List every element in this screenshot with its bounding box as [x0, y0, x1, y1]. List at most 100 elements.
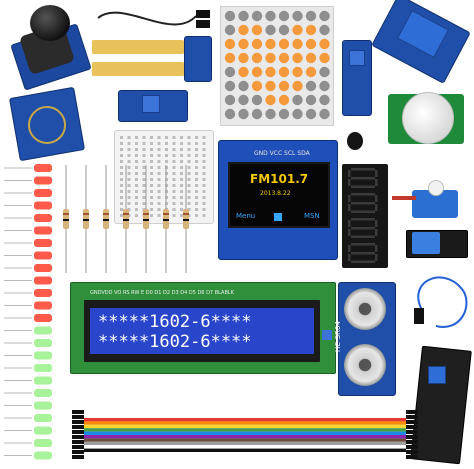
breadboard-hole [150, 190, 153, 193]
ribbon-wire [84, 438, 406, 442]
breadboard-hole [157, 166, 161, 169]
breadboard-hole [120, 136, 123, 139]
matrix-dot [265, 94, 276, 106]
breadboard-hole [195, 154, 198, 157]
breadboard-hole [195, 196, 198, 199]
oled-center-icon [274, 213, 282, 221]
breadboard-hole [202, 190, 206, 193]
led [34, 426, 52, 435]
segment [375, 245, 378, 252]
breadboard-hole [172, 196, 176, 199]
oled-module: GND VCC SCL SDA FM101.7 2013.8.22 Menu M… [218, 140, 338, 260]
jumper-connector [72, 415, 84, 419]
lcd-line-2: *****1602-6**** [98, 332, 252, 352]
breadboard-hole [150, 178, 153, 181]
breadboard-hole [142, 178, 146, 181]
jumper-connector [406, 445, 418, 449]
resistor-band [123, 219, 129, 221]
breadboard-hole [202, 214, 206, 217]
segment [351, 193, 375, 196]
matrix-dot [238, 80, 249, 92]
breadboard-hole [150, 148, 153, 151]
led [34, 189, 52, 197]
breadboard-hole [157, 178, 161, 181]
matrix-dot [305, 80, 317, 92]
breadboard-hole [127, 154, 131, 157]
breadboard-hole [120, 196, 123, 199]
breadboard-hole [150, 214, 153, 217]
ribbon-wire [84, 431, 406, 435]
ribbon-wire [84, 418, 406, 422]
joystick-cap [30, 5, 70, 41]
ultrasonic-model-label: HC-SR04 [334, 321, 342, 352]
segment [348, 170, 351, 177]
matrix-dot [224, 24, 236, 36]
breadboard-hole [127, 136, 131, 139]
matrix-dot [265, 108, 276, 120]
breadboard-hole [127, 166, 131, 169]
matrix-dot [278, 80, 290, 92]
matrix-dot [278, 10, 290, 22]
breadboard-hole [187, 202, 191, 205]
oled-menu-label: Menu [236, 212, 256, 220]
breadboard-hole [187, 136, 191, 139]
led [34, 339, 52, 347]
ribbon-wire [84, 441, 406, 446]
breadboard-hole [172, 214, 176, 217]
led [34, 376, 52, 385]
breadboard-hole [135, 178, 138, 181]
breadboard-hole [195, 142, 198, 145]
lcd-pin-labels: GNDVDD VO RS RW E D0 D1 D2 D3 D4 D5 D6 D… [90, 290, 234, 296]
breadboard-hole [202, 208, 206, 211]
matrix-dot [251, 10, 263, 22]
breadboard-hole [150, 160, 153, 163]
ribbon-wire [84, 421, 406, 425]
breadboard-hole [187, 148, 191, 151]
oled-station-text: FM101.7 [250, 172, 309, 186]
segment [351, 243, 375, 246]
breadboard-hole [172, 142, 176, 145]
matrix-dot [251, 52, 263, 64]
matrix-dot [265, 80, 276, 92]
matrix-dot [292, 94, 303, 106]
breadboard-hole [187, 154, 191, 157]
breadboard-hole [180, 190, 183, 193]
breadboard-hole [157, 160, 161, 163]
resistor-band [183, 213, 189, 215]
jumper-connector [406, 420, 418, 424]
led [34, 201, 52, 210]
led [34, 176, 52, 185]
joystick-module [10, 3, 92, 91]
matrix-dot [305, 10, 317, 22]
servo-horn [428, 180, 444, 196]
breadboard-hole [120, 178, 123, 181]
breadboard-hole [135, 214, 138, 217]
segment [375, 195, 378, 202]
breadboard-hole [120, 184, 123, 187]
servo-wire [392, 196, 416, 200]
led [34, 226, 52, 235]
resistor-band [163, 219, 169, 221]
oled-pin-header-label: GND VCC SCL SDA [254, 150, 310, 157]
breadboard-hole [172, 148, 176, 151]
resistor-band [83, 213, 89, 215]
jumper-connector [72, 425, 84, 429]
lcd-line-1: *****1602-6**** [98, 312, 252, 332]
matrix-dot [238, 10, 249, 22]
breadboard-hole [180, 172, 183, 175]
ultrasonic-transducer-top [344, 288, 386, 330]
breadboard-hole [157, 148, 161, 151]
resistor-band [143, 219, 149, 221]
breadboard-hole [202, 166, 206, 169]
breadboard-hole [135, 172, 138, 175]
breadboard-hole [180, 202, 183, 205]
ribbon-wire [84, 435, 406, 439]
jumper-connector [72, 440, 84, 444]
jumper-connector [72, 455, 84, 459]
breadboard-hole [187, 178, 191, 181]
sensor-small-pot [142, 95, 160, 113]
breadboard-hole [187, 142, 191, 145]
breadboard-hole [195, 214, 198, 217]
breadboard-hole [157, 184, 161, 187]
breadboard-hole [157, 172, 161, 175]
